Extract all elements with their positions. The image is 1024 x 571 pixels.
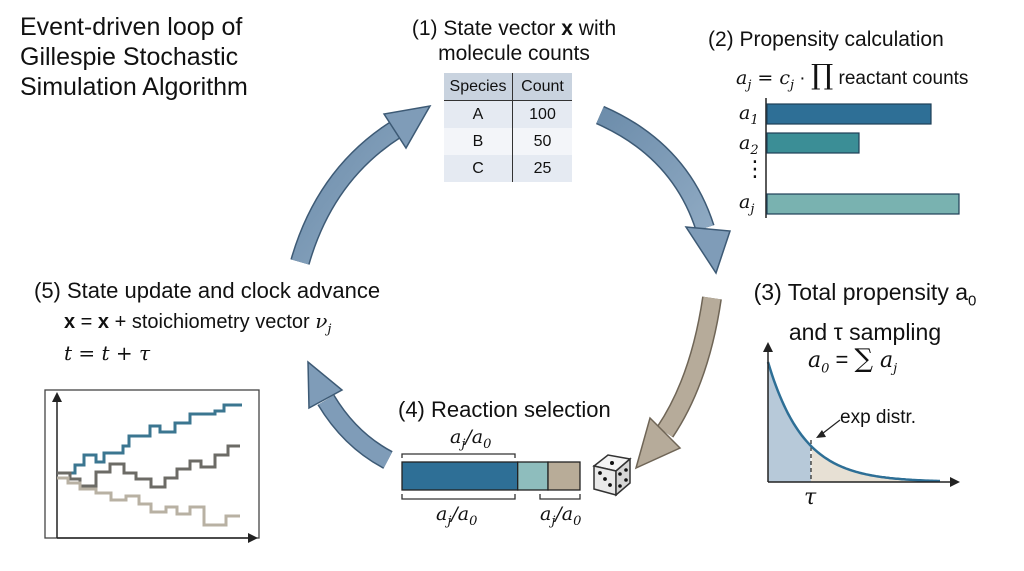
count-cell: 50 xyxy=(512,128,572,155)
step4-label: (4) Reaction selection xyxy=(398,397,611,422)
table-row: B 50 xyxy=(444,128,572,155)
selection-bar xyxy=(401,461,581,491)
table-header-count: Count xyxy=(512,73,572,101)
propensity-bars xyxy=(766,103,960,215)
propensity-bar-1 xyxy=(766,103,932,125)
selection-bottom-left-label: aj/a0 xyxy=(436,503,478,529)
step3-label: (3) Total propensity a0 and τ sampling xyxy=(753,279,977,345)
cycle-arrow-5-to-1 xyxy=(290,104,432,265)
tau-label: τ xyxy=(804,485,817,510)
step5-label: (5) State update and clock advance xyxy=(34,278,381,303)
selection-segment-3 xyxy=(547,461,581,491)
count-cell: 25 xyxy=(512,155,572,182)
count-cell: 100 xyxy=(512,100,572,128)
state-update-formula: x = x + stoichiometry vector νj xyxy=(64,309,332,337)
propensity-formula: aj = cj · ∏ reactant counts xyxy=(736,58,969,93)
state-table: Species Count A 100 B 50 C 25 xyxy=(444,73,572,182)
bar-label-a2: a2 xyxy=(739,132,759,158)
table-row: C 25 xyxy=(444,155,572,182)
cycle-arrow-3-to-4 xyxy=(634,296,722,470)
propensity-bar-3 xyxy=(766,193,960,215)
exp-distribution-annotation: exp distr. xyxy=(840,407,917,428)
diagram-title: Event-driven loop of Gillespie Stochasti… xyxy=(20,13,248,101)
species-cell: A xyxy=(444,100,513,128)
propensity-bar-2 xyxy=(766,132,860,154)
total-propensity-formula: a0 = ∑ aj xyxy=(808,344,898,377)
bar-label-aj: aj xyxy=(739,191,755,217)
selection-brackets xyxy=(401,453,581,500)
table-header-species: Species xyxy=(444,73,513,101)
selection-segment-1 xyxy=(401,461,519,491)
step1-label: (1) State vector x with molecule counts xyxy=(411,17,617,65)
selection-bottom-right-label: aj/a0 xyxy=(540,503,582,529)
table-row: A 100 xyxy=(444,100,572,128)
state-vector-symbol: x xyxy=(561,17,573,40)
clock-update-formula: t = t + τ xyxy=(64,341,151,365)
cycle-arrow-1-to-2 xyxy=(595,105,732,275)
selection-segment-2 xyxy=(517,461,549,491)
species-cell: C xyxy=(444,155,513,182)
cycle-arrow-4-to-5 xyxy=(307,360,393,469)
exponential-plot xyxy=(763,342,960,487)
bar-ellipsis: ⋮ xyxy=(744,156,766,181)
dice-icon xyxy=(592,454,632,497)
trajectory-plot xyxy=(44,389,260,543)
species-cell: B xyxy=(444,128,513,155)
bar-label-a1: a1 xyxy=(739,102,759,128)
selection-top-label: aj/a0 xyxy=(450,426,492,452)
step2-label: (2) Propensity calculation xyxy=(708,28,944,51)
